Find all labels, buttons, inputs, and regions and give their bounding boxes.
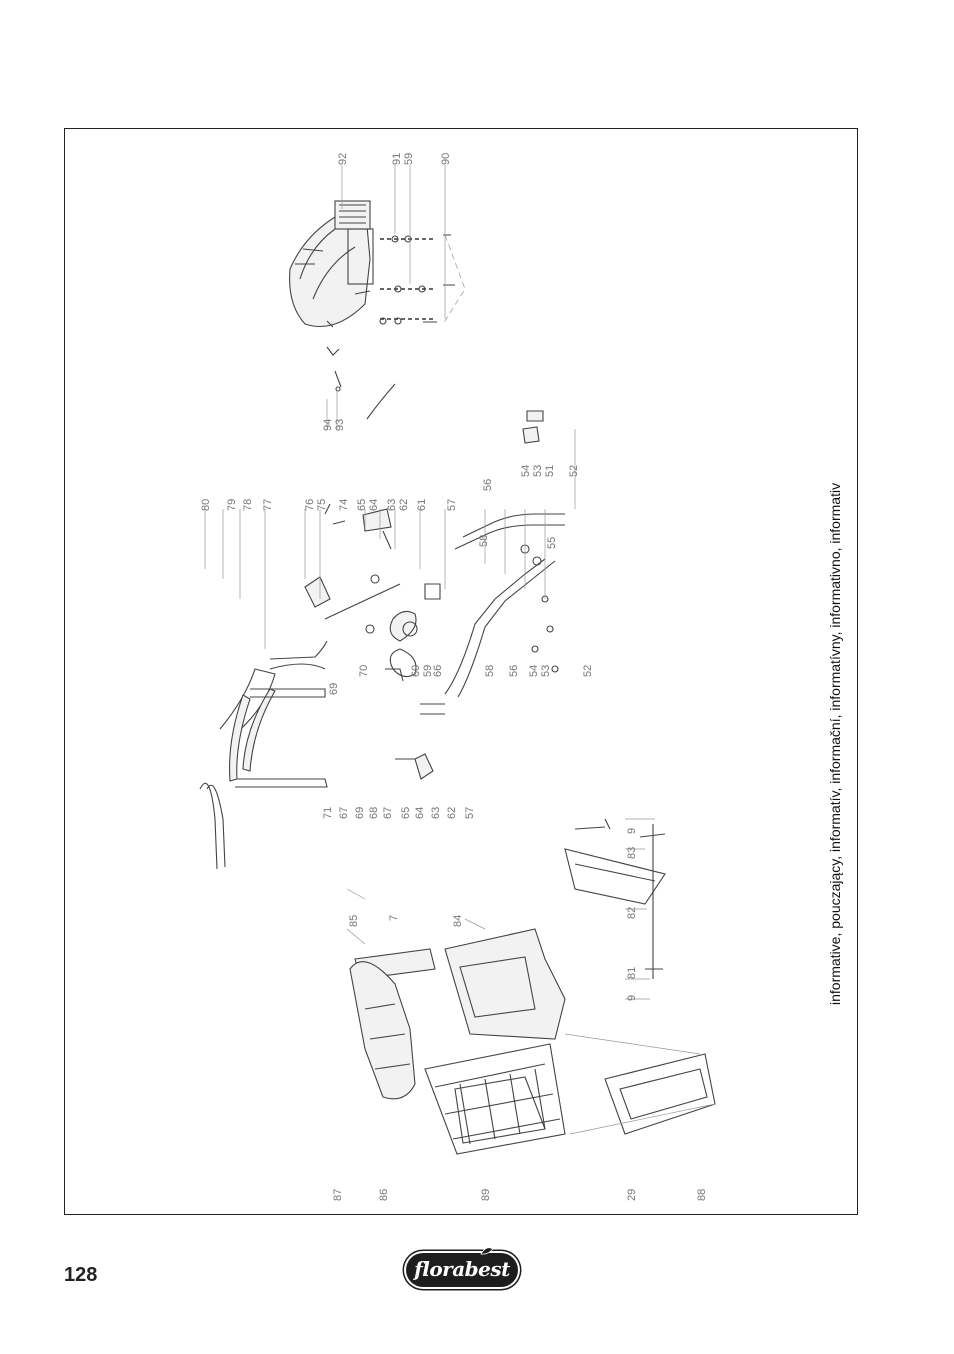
callout-93: 93: [334, 419, 346, 431]
callout-63: 63: [386, 499, 398, 511]
callout-81: 81: [626, 967, 638, 979]
callout-91: 91: [391, 153, 403, 165]
diagram-frame: 92 91 59 90 94 93 80 79 78 77 76 75 74 6…: [64, 128, 858, 1215]
callout-80: 80: [200, 499, 212, 511]
callout-62: 62: [446, 807, 458, 819]
exploded-parts-diagram: 92 91 59 90 94 93 80 79 78 77 76 75 74 6…: [199, 153, 716, 1201]
callout-76: 76: [304, 499, 316, 511]
callout-86: 86: [378, 1189, 390, 1201]
callout-84: 84: [452, 915, 464, 927]
callout-52: 52: [568, 465, 580, 477]
callout-94: 94: [322, 419, 334, 431]
callout-7: 7: [388, 915, 400, 921]
callout-92: 92: [337, 153, 349, 165]
callout-9b: 9: [626, 995, 638, 1001]
callout-74: 74: [338, 499, 350, 511]
callout-83: 83: [626, 847, 638, 859]
brand-logo-text: florabest: [414, 1257, 510, 1281]
callout-68: 68: [368, 807, 380, 819]
callout-77: 77: [262, 499, 274, 511]
callout-63: 63: [430, 807, 442, 819]
callout-54: 54: [528, 665, 540, 677]
callout-labels: 92 91 59 90 94 93 80 79 78 77 76 75 74 6…: [200, 153, 708, 1201]
callout-64: 64: [368, 499, 380, 511]
grass-catcher-assembly: [349, 818, 716, 1155]
callout-87: 87: [332, 1189, 344, 1201]
callout-85: 85: [348, 915, 360, 927]
callout-56: 56: [508, 665, 520, 677]
brand-logo: florabest: [406, 1247, 518, 1287]
callout-55: 55: [546, 537, 558, 549]
callout-67: 67: [382, 807, 394, 819]
callout-89: 89: [480, 1189, 492, 1201]
callout-58: 58: [478, 535, 490, 547]
side-note: informative, pouczający, informatív, inf…: [827, 482, 843, 1005]
callout-57: 57: [464, 807, 476, 819]
callout-29: 29: [626, 1189, 638, 1201]
callout-67: 67: [338, 807, 350, 819]
callout-59: 59: [403, 153, 415, 165]
callout-52: 52: [582, 665, 594, 677]
callout-79: 79: [226, 499, 238, 511]
handle-assembly: [199, 383, 565, 870]
callout-66: 66: [432, 665, 444, 677]
callout-56: 56: [482, 479, 494, 491]
callout-62: 62: [398, 499, 410, 511]
callout-90: 90: [440, 153, 452, 165]
callout-53: 53: [540, 665, 552, 677]
callout-64: 64: [414, 807, 426, 819]
callout-75: 75: [316, 499, 328, 511]
callout-9: 9: [626, 828, 638, 834]
callout-69: 69: [328, 683, 340, 695]
callout-88: 88: [696, 1189, 708, 1201]
callout-65: 65: [400, 807, 412, 819]
motor-housing-assembly: [289, 200, 466, 392]
callout-69: 69: [354, 807, 366, 819]
callout-61: 61: [416, 499, 428, 511]
callout-58: 58: [484, 665, 496, 677]
callout-71: 71: [322, 807, 334, 819]
callout-57: 57: [446, 499, 458, 511]
callout-78: 78: [242, 499, 254, 511]
callout-70: 70: [358, 665, 370, 677]
callout-65: 65: [356, 499, 368, 511]
callout-53: 53: [532, 465, 544, 477]
callout-59: 59: [422, 665, 434, 677]
callout-82: 82: [626, 907, 638, 919]
callout-51: 51: [544, 465, 556, 477]
leaf-icon: [480, 1247, 494, 1255]
page-number: 128: [64, 1264, 98, 1286]
callout-60: 60: [410, 665, 422, 677]
callout-54: 54: [520, 465, 532, 477]
